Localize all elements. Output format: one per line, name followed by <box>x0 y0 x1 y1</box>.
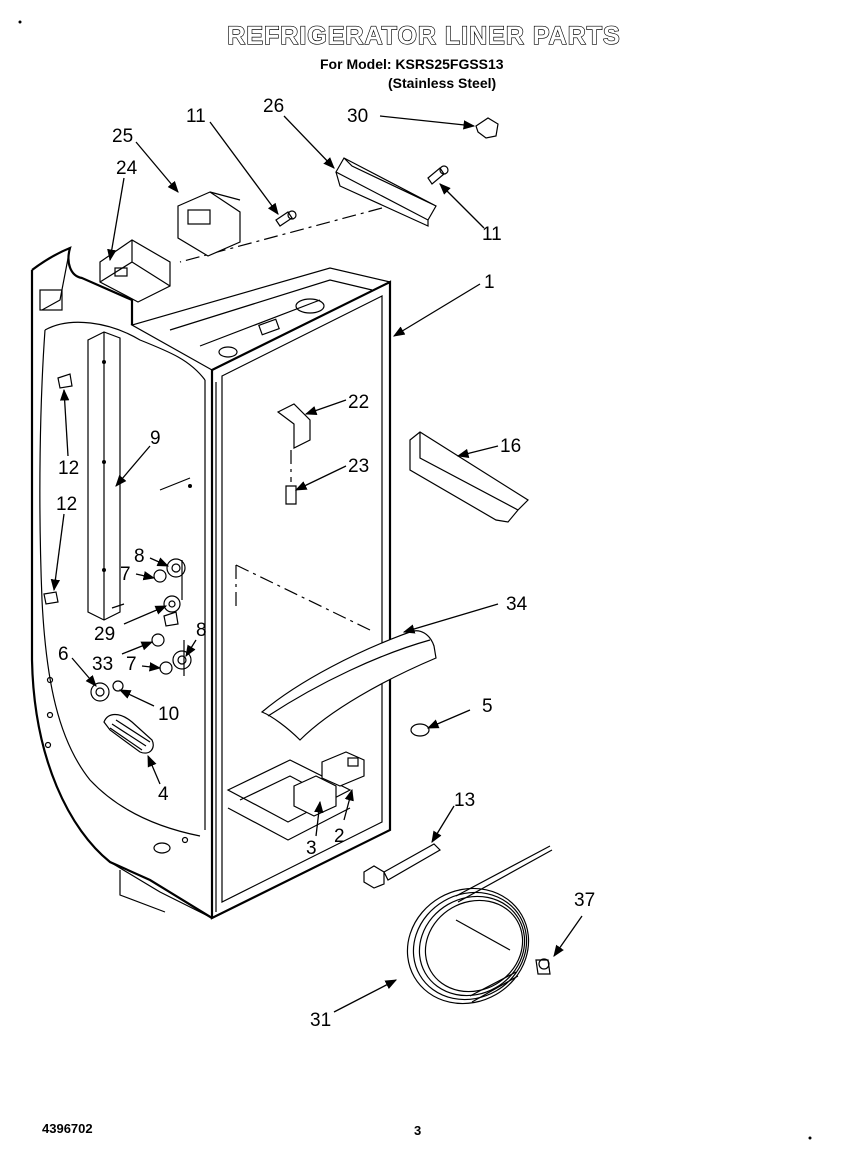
part-34-cover <box>260 630 437 741</box>
part-37-screw <box>535 958 551 975</box>
callout-labels: 30 26 11 25 24 11 1 22 16 23 9 12 12 8 7… <box>56 96 595 1031</box>
doc-number: 4396702 <box>42 1121 93 1136</box>
callout-2: 2 <box>334 826 345 847</box>
part-16-channel <box>409 431 529 523</box>
callout-34: 34 <box>506 594 528 615</box>
part-26-bracket <box>335 157 437 227</box>
callout-3: 3 <box>306 838 317 859</box>
callout-24: 24 <box>116 158 138 179</box>
page-number: 3 <box>414 1123 422 1138</box>
callout-9: 9 <box>150 428 161 449</box>
callout-37: 37 <box>574 890 595 911</box>
corner-mark <box>808 1136 812 1140</box>
screw-11-left <box>275 210 297 227</box>
part-3-bracket <box>293 775 337 817</box>
callout-31: 31 <box>310 1010 331 1031</box>
part-24-housing <box>99 239 171 303</box>
callout-22: 22 <box>348 392 369 413</box>
callout-16: 16 <box>500 436 521 457</box>
liner-cabinet <box>30 246 392 920</box>
callout-7-upper: 7 <box>120 564 131 585</box>
callout-23: 23 <box>348 456 369 477</box>
callout-5: 5 <box>482 696 493 717</box>
callout-29: 29 <box>94 624 115 645</box>
part-5-grommet <box>410 723 430 737</box>
callout-25: 25 <box>112 126 133 147</box>
part-23-screw <box>285 485 297 505</box>
page-title: REFRIGERATOR LINER PARTS <box>227 21 621 50</box>
callout-12-lower: 12 <box>56 494 77 515</box>
part-22-bracket <box>276 403 311 449</box>
callout-12-upper: 12 <box>58 458 79 479</box>
callout-7-lower: 7 <box>126 654 137 675</box>
part-9-rail <box>87 331 192 621</box>
callout-1: 1 <box>484 272 495 293</box>
callout-30: 30 <box>347 106 368 127</box>
screw-11-right <box>427 165 449 185</box>
part-31-tubing-coil <box>406 845 553 1005</box>
part-4-grille <box>103 713 154 754</box>
callout-26: 26 <box>263 96 284 117</box>
callout-8-upper: 8 <box>134 546 145 567</box>
callout-11-top: 11 <box>186 106 206 127</box>
callout-4: 4 <box>158 784 169 805</box>
callout-8-lower: 8 <box>196 620 207 641</box>
corner-mark <box>18 20 22 24</box>
hardware-cluster <box>43 373 192 702</box>
variant-line: (Stainless Steel) <box>388 75 497 91</box>
part-30-clip <box>475 117 499 139</box>
callout-6: 6 <box>58 644 69 665</box>
callout-11-right: 11 <box>482 224 502 245</box>
part-2-bracket <box>321 751 365 787</box>
callout-33: 33 <box>92 654 113 675</box>
part-13-tie-strap <box>363 843 441 889</box>
model-line: For Model: KSRS25FGSS13 <box>320 56 504 72</box>
callout-13: 13 <box>454 790 475 811</box>
callout-10: 10 <box>158 704 179 725</box>
leader-lines <box>50 115 583 1013</box>
